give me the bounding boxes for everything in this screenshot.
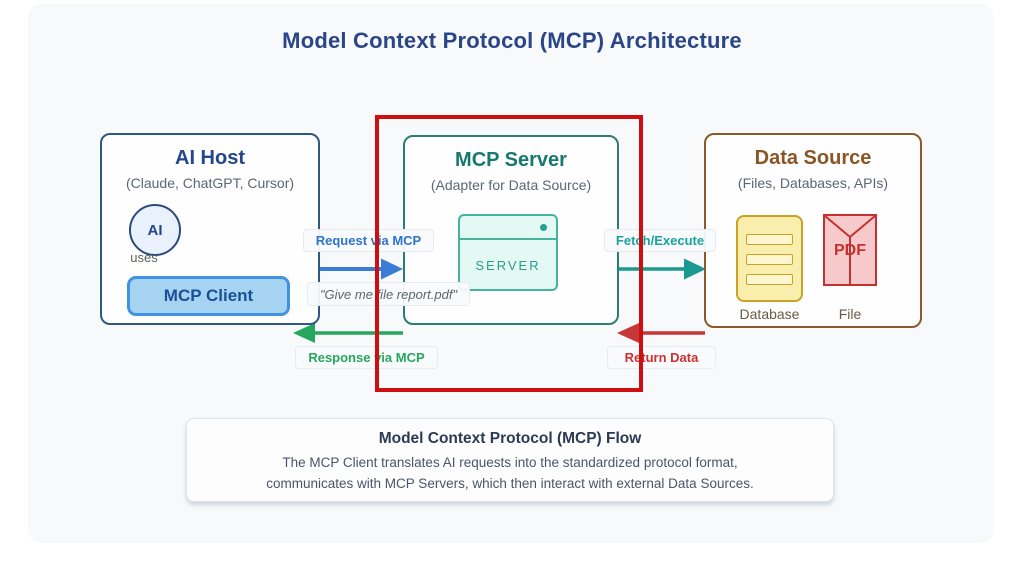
- ai-host-title: AI Host: [175, 147, 245, 169]
- mcp-client-label: MCP Client: [163, 286, 254, 305]
- flow-note-line1: The MCP Client translates AI requests in…: [282, 455, 738, 470]
- ai-host-subtitle: (Claude, ChatGPT, Cursor): [125, 175, 295, 191]
- server-window-label: SERVER: [475, 258, 541, 273]
- red-highlight-rectangle: [375, 115, 643, 392]
- server-window-icon: SERVER: [458, 214, 558, 291]
- mcp-client-box: MCP Client: [127, 276, 290, 316]
- ai-circle-icon: AI: [129, 204, 181, 256]
- page-title: Model Context Protocol (MCP) Architectur…: [282, 28, 742, 53]
- database-row-bar: [746, 274, 793, 285]
- flow-note-title: Model Context Protocol (MCP) Flow: [378, 430, 642, 447]
- flow-note-line2: communicates with MCP Servers, which the…: [266, 475, 754, 491]
- pdf-file-fold-lines: [825, 216, 875, 284]
- request-quote-label: "Give me file report.pdf": [307, 282, 470, 306]
- server-window-dot-icon: [540, 224, 547, 231]
- mcp-server-title: MCP Server: [455, 149, 567, 171]
- fetch-execute-label: Fetch/Execute: [604, 229, 716, 252]
- pdf-label: PDF: [834, 242, 866, 259]
- database-icon: [736, 215, 803, 302]
- mcp-server-subtitle: (Adapter for Data Source): [430, 177, 592, 193]
- database-caption: Database: [739, 306, 800, 322]
- data-source-subtitle: (Files, Databases, APIs): [737, 175, 889, 191]
- flow-note-box: Model Context Protocol (MCP) Flow The MC…: [186, 418, 834, 502]
- uses-label: uses: [130, 250, 158, 265]
- response-via-mcp-label: Response via MCP: [295, 346, 438, 369]
- ai-circle-label: AI: [147, 221, 163, 239]
- database-row-bar: [746, 234, 793, 245]
- request-via-mcp-label: Request via MCP: [303, 229, 434, 252]
- server-window-titlebar: [460, 216, 556, 240]
- file-caption: File: [838, 306, 862, 322]
- flow-note-body: The MCP Client translates AI requests in…: [187, 453, 833, 495]
- return-data-label: Return Data: [607, 346, 716, 369]
- data-source-title: Data Source: [754, 147, 872, 169]
- database-row-bar: [746, 254, 793, 265]
- pdf-file-icon: PDF: [823, 214, 877, 286]
